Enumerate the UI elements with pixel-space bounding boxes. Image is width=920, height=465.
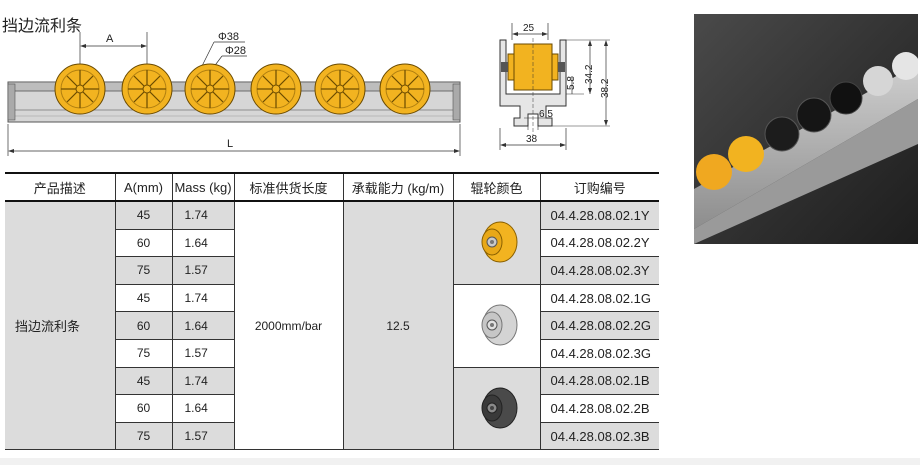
a-cell: 75: [114, 422, 172, 451]
code-cell: 04.4.28.08.02.2Y: [539, 229, 659, 258]
dim-d38-label: Φ38: [218, 31, 239, 43]
code-cell: 04.4.28.08.02.1Y: [539, 201, 659, 230]
code-cell: 04.4.28.08.02.1B: [539, 367, 659, 396]
code-cell: 04.4.28.08.02.2B: [539, 394, 659, 423]
table-row: 75 1.57 04.4.28.08.02.3Y: [5, 256, 659, 285]
code-cell: 04.4.28.08.02.3G: [539, 339, 659, 368]
length-cell: 2000mm/bar: [233, 201, 343, 451]
black-roller-icon: [481, 387, 517, 429]
mass-cell: 1.57: [171, 422, 234, 451]
a-cell: 45: [114, 284, 172, 313]
a-cell: 60: [114, 229, 172, 258]
a-cell: 75: [114, 256, 172, 285]
mass-cell: 1.57: [171, 256, 234, 285]
dim-342-label: 34.2: [584, 64, 595, 84]
capacity-cell: 12.5: [342, 201, 453, 451]
dim-58-label: 5.8: [566, 76, 577, 90]
dim-l-label: L: [227, 138, 233, 150]
cross-section-drawing: 25 5.8 34.2 38.2 6.5 38: [499, 23, 611, 150]
mass-cell: 1.64: [171, 311, 234, 340]
dim-38-label: 38: [526, 134, 538, 145]
spec-table: 产品描述 A(mm) Mass (kg) 标准供货长度 承载能力 (kg/m) …: [5, 172, 659, 451]
roller-grey-cell: [452, 284, 540, 368]
a-cell: 60: [114, 394, 172, 423]
header-color: 辊轮颜色: [452, 172, 540, 202]
header-capacity: 承载能力 (kg/m): [342, 172, 453, 202]
table-row: 45 1.74 04.4.28.08.02.1B: [5, 367, 659, 451]
dim-d28-label: Φ28: [225, 45, 246, 57]
product-photo: [694, 14, 918, 244]
header-description: 产品描述: [5, 172, 115, 202]
grey-roller-icon: [481, 304, 517, 346]
yellow-roller-icon: [481, 221, 517, 263]
a-cell: 45: [114, 367, 172, 396]
code-cell: 04.4.28.08.02.1G: [539, 284, 659, 313]
table-row: 75 1.57 04.4.28.08.02.3G: [5, 339, 659, 368]
a-cell: 75: [114, 339, 172, 368]
mass-cell: 1.74: [171, 201, 234, 230]
dim-382-label: 38.2: [600, 78, 611, 98]
photo-rollers: [696, 52, 918, 190]
mass-cell: 1.74: [171, 284, 234, 313]
dim-a-label: A: [106, 33, 114, 45]
table-row: 75 1.57 04.4.28.08.02.3B: [5, 422, 659, 451]
mass-cell: 1.57: [171, 339, 234, 368]
roller-black-cell: [452, 367, 540, 451]
table-row: 60 1.64 04.4.28.08.02.2Y: [5, 229, 659, 258]
code-cell: 04.4.28.08.02.3B: [539, 422, 659, 451]
mass-cell: 1.74: [171, 367, 234, 396]
code-cell: 04.4.28.08.02.2G: [539, 311, 659, 340]
header-code: 订购编号: [539, 172, 659, 202]
table-row: 60 1.64 04.4.28.08.02.2G: [5, 311, 659, 340]
product-title: 挡边流利条: [2, 18, 83, 35]
dim-25-label: 25: [523, 23, 535, 34]
header-mass: Mass (kg): [171, 172, 234, 202]
a-cell: 60: [114, 311, 172, 340]
dim-65-label: 6.5: [539, 109, 553, 120]
header-a: A(mm): [114, 172, 172, 202]
roller-yellow-cell: [452, 201, 540, 285]
footer-band: [0, 458, 920, 465]
a-cell: 45: [114, 201, 172, 230]
side-view-drawing: A Φ38 Φ28: [7, 31, 461, 156]
mass-cell: 1.64: [171, 394, 234, 423]
header-length: 标准供货长度: [233, 172, 343, 202]
table-row: 60 1.64 04.4.28.08.02.2B: [5, 394, 659, 423]
roller-row: [54, 63, 431, 115]
table-row: 挡边流利条 45 1.74 2000mm/bar 12.5 04.4.28.08…: [5, 201, 659, 451]
code-cell: 04.4.28.08.02.3Y: [539, 256, 659, 285]
description-cell: 挡边流利条: [5, 201, 115, 451]
table-row: 45 1.74 04.4.28.08.02.1G: [5, 284, 659, 368]
mass-cell: 1.64: [171, 229, 234, 258]
